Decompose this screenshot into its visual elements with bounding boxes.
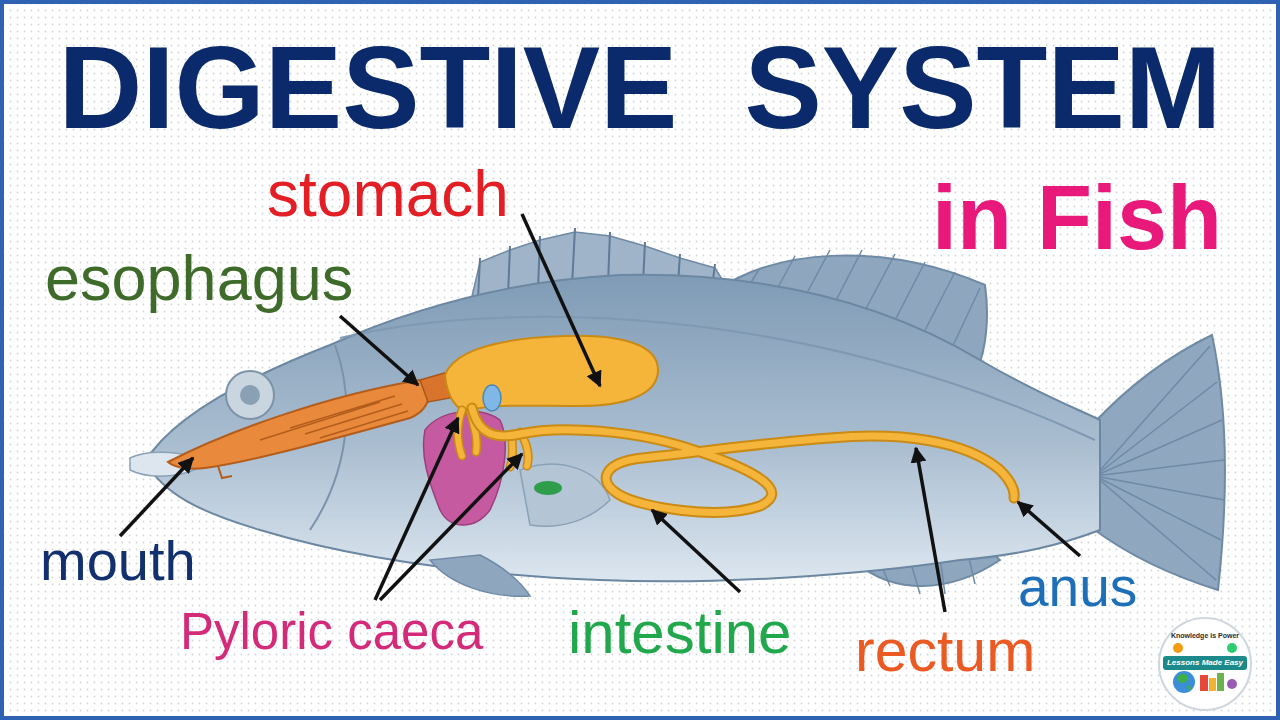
logo-text: Lessons Made Easy	[1167, 659, 1243, 667]
logo-ribbon	[1163, 656, 1247, 670]
logo-book	[1200, 675, 1208, 691]
leader-arrow	[340, 316, 418, 385]
leader-arrow	[380, 454, 522, 600]
diagram-title: DIGESTIVE SYSTEM	[59, 30, 1222, 146]
tongue-notch	[218, 466, 232, 478]
leader-arrow	[375, 418, 458, 600]
logo-dot	[1227, 679, 1237, 689]
part-label: Pyloric caeca	[180, 606, 483, 657]
logo-text: Knowledge is Power	[1171, 632, 1239, 639]
logo-book	[1209, 678, 1216, 691]
leader-arrow	[916, 448, 945, 612]
leader-arrow	[1018, 502, 1080, 556]
logo-globe	[1173, 671, 1195, 693]
logo-book	[1217, 673, 1224, 691]
fish-pupil	[240, 385, 260, 405]
fish-eye	[226, 371, 274, 419]
intestine-tube	[472, 408, 1014, 512]
leader-arrow	[652, 510, 740, 592]
part-label: stomach	[267, 162, 509, 226]
pharynx	[168, 380, 430, 469]
subtitle: in Fish	[932, 173, 1222, 263]
gill-arches	[260, 396, 408, 440]
stomach-organ	[445, 336, 658, 411]
intestine-outline	[472, 408, 1014, 512]
logo-dot	[1173, 643, 1183, 653]
part-label: esophagus	[45, 247, 353, 310]
leader-arrow	[522, 214, 600, 386]
gall-bladder	[534, 481, 562, 495]
fin-rays	[1095, 346, 1224, 580]
pectoral-fin	[520, 464, 610, 526]
leader-arrow	[120, 458, 193, 536]
pelvic-fin	[430, 555, 530, 596]
part-label: anus	[1018, 560, 1137, 615]
fish-body	[145, 275, 1100, 582]
caudal-fin	[1092, 335, 1225, 590]
part-label: rectum	[855, 622, 1035, 681]
spleen	[483, 385, 501, 411]
logo-disc	[1159, 618, 1251, 710]
part-label: intestine	[568, 603, 791, 663]
part-label: mouth	[40, 533, 196, 589]
logo-land	[1178, 674, 1191, 691]
logo-dot	[1227, 643, 1237, 653]
